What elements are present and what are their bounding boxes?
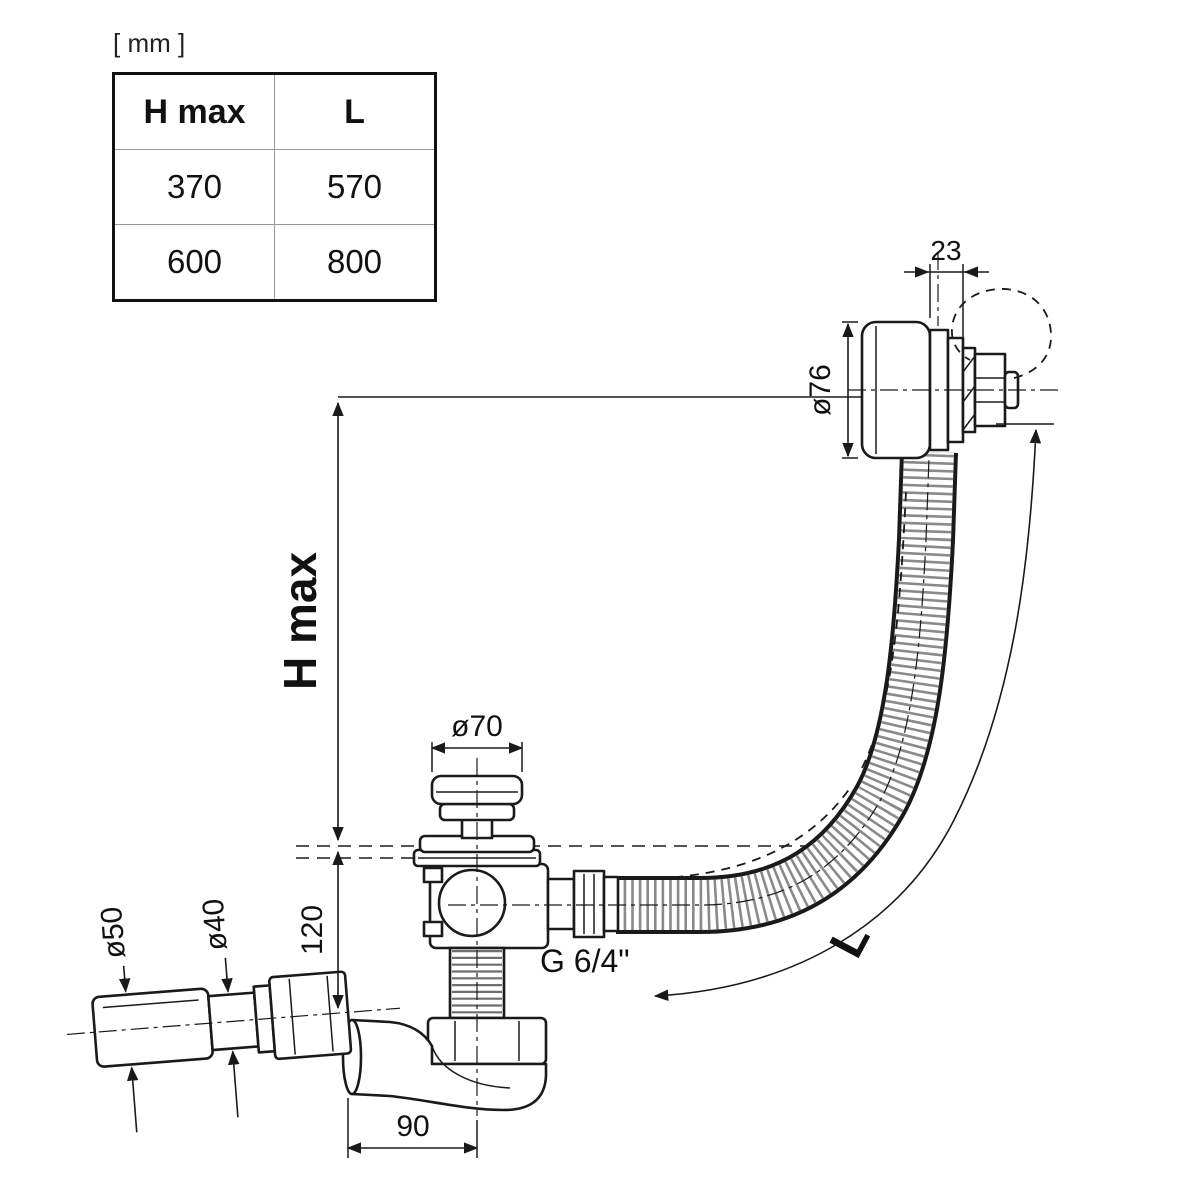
flexible-hose (616, 451, 958, 934)
tee-ball (437, 868, 507, 938)
tee-outlet-stub (546, 877, 576, 931)
hose-washer (602, 875, 620, 933)
dim-label-o70: ø70 (451, 710, 503, 743)
table-cell-l-2: 800 (274, 224, 436, 301)
table-header-row: H max L (113, 73, 436, 150)
dim-label-hmax: H max (274, 552, 326, 690)
dim-label-o76: ø76 (804, 364, 837, 416)
side-outlet-pipe: ø50 ø40 (66, 898, 400, 1133)
pull-cable-dashed (951, 288, 1052, 379)
dimension-table: H max L 370 570 600 800 (112, 72, 437, 302)
table-row: 600 800 (113, 224, 436, 301)
table-row: 370 570 (113, 149, 436, 225)
thread-label: G 6/4" (540, 943, 630, 979)
table-cell-hmax-1: 370 (113, 149, 275, 225)
dimensions: H max 120 ø70 90 G 6/4" 23 (274, 235, 1054, 1158)
lever-tab (422, 866, 444, 884)
dim-label-o40: ø40 (197, 898, 234, 952)
table-header-l: L (274, 73, 436, 150)
units-label: [ mm ] (113, 28, 186, 58)
dim-label-23: 23 (930, 235, 961, 266)
reference-lines (296, 396, 912, 859)
dim-label-120: 120 (296, 905, 329, 955)
table-header-hmax: H max (113, 73, 275, 150)
hose-nut (572, 869, 606, 939)
pipe-centerline (66, 1007, 400, 1036)
dim-label-L: L (820, 915, 881, 966)
coupling-nut (426, 1016, 548, 1066)
table-cell-hmax-2: 600 (113, 224, 275, 301)
lever-tab (422, 920, 444, 938)
dim-label-o50: ø50 (95, 906, 132, 960)
dim-label-90: 90 (396, 1110, 429, 1143)
outlet-nut (268, 970, 353, 1061)
